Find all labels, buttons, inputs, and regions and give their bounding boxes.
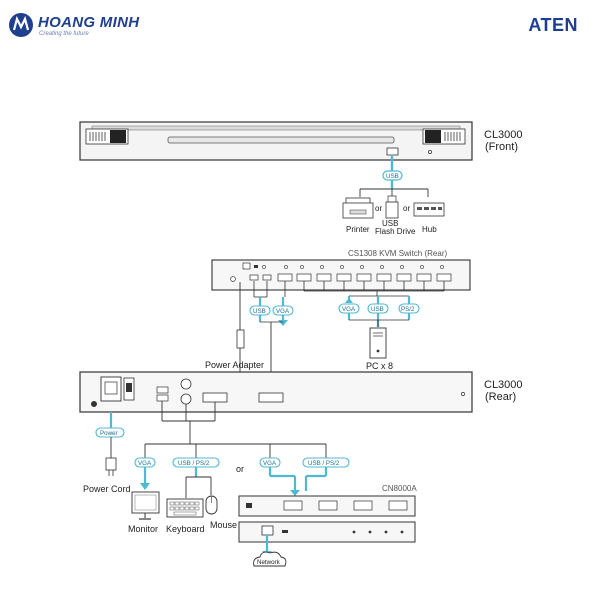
usb-flash-drive-icon [385, 195, 399, 219]
printer-icon [342, 197, 374, 219]
hoang-minh-logo: HOANG MINH Creating the future [8, 12, 158, 42]
kvm-pc-ports [296, 265, 452, 282]
front-subtitle: (Front) [485, 141, 518, 153]
monitor-label: Monitor [128, 524, 158, 534]
kvm-console-usb-label: USB [253, 308, 266, 315]
kvm-pc-usb-label: USB [371, 306, 384, 313]
kvm-console-vga-label: VGA [276, 308, 290, 315]
mouse-icon [205, 495, 218, 515]
front-usb-cable: USB [359, 156, 429, 197]
front-usb-port [386, 147, 399, 156]
keyboard-label: Keyboard [166, 524, 205, 534]
power-adapter-label: Power Adapter [205, 360, 264, 370]
console-vga-label: VGA [138, 460, 152, 467]
cn-vga-label: VGA [263, 460, 277, 467]
rear-subtitle: (Rear) [485, 391, 516, 403]
keyboard-icon [166, 498, 204, 518]
network-cloud-icon [253, 551, 287, 567]
device-printer-label: Printer [346, 225, 370, 234]
hoang-minh-logo-icon [9, 13, 33, 37]
device-flash-label: USB [382, 219, 398, 228]
monitor-icon [131, 491, 160, 520]
front-right-handle [422, 128, 466, 145]
left-brand-tagline: Creating the future [39, 31, 89, 37]
kvm-pc-label: PC x 8 [366, 361, 393, 371]
rear-console-bus [144, 401, 327, 458]
cn8000a-title: CN8000A [382, 484, 417, 493]
cn-usb-ps2-label: USB / PS/2 [308, 460, 340, 467]
kvm-pc-ps2-label: PS/2 [401, 306, 415, 313]
front-led [428, 150, 432, 154]
or-label-2: or [403, 204, 410, 213]
front-left-handle [85, 128, 129, 145]
console-usb-ps2-label: USB / PS/2 [178, 460, 210, 467]
or-label-1: or [375, 204, 382, 213]
hub-icon [413, 202, 445, 217]
console-or-label: or [236, 464, 244, 474]
pc-tower-icon [369, 327, 387, 359]
device-flash-label-2: Flash Drive [375, 227, 416, 236]
cl3000-front-unit [79, 121, 473, 161]
mouse-label: Mouse [210, 520, 237, 530]
rear-title: CL3000 [484, 379, 523, 391]
aten-logo: ATEN [528, 15, 578, 35]
kvm-pc-vga-label: VGA [342, 306, 356, 313]
cn8000a-console-cables: VGA USB / PS/2 [259, 457, 350, 496]
cn8000a-unit [238, 495, 416, 543]
network-label: Network [257, 559, 281, 566]
device-hub-label: Hub [422, 225, 437, 234]
power-cord-label: Power Cord [83, 484, 131, 494]
front-title: CL3000 [484, 129, 523, 141]
cl3000-rear-unit [79, 371, 473, 413]
power-cord-cable: Power [95, 412, 125, 476]
kvm-title: CS1308 KVM Switch (Rear) [348, 249, 447, 258]
left-brand-name: HOANG MINH [38, 14, 140, 31]
front-usb-label: USB [386, 173, 399, 180]
local-console-cables: VGA USB / PS/2 [134, 457, 220, 498]
kvm-console-cables: USB VGA [236, 281, 294, 393]
kvm-pc-cables: VGA USB PS/2 [338, 296, 420, 327]
power-label: Power [100, 430, 118, 437]
